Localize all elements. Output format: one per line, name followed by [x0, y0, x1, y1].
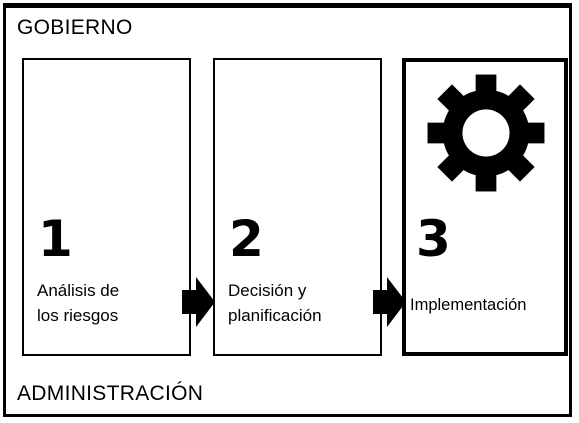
- step-decision: 2 Decisión y planificación: [213, 58, 382, 356]
- gear-icon: [427, 74, 545, 192]
- arrow-right-icon: [182, 277, 215, 327]
- step-number: 2: [229, 210, 264, 268]
- step-label-line: planificación: [228, 306, 322, 325]
- step-label-line: los riesgos: [37, 306, 119, 325]
- administration-section-label: ADMINISTRACIÓN: [17, 382, 204, 405]
- governance-section-label: GOBIERNO: [17, 16, 133, 39]
- step-label: Análisis de los riesgos: [37, 278, 119, 328]
- step-number: 3: [416, 210, 451, 268]
- step-number: 1: [38, 210, 73, 268]
- step-label-line: Implementación: [410, 296, 527, 314]
- step-label: Decisión y planificación: [228, 278, 322, 328]
- step-label: Implementación: [410, 293, 526, 318]
- step-label-line: Análisis de: [37, 281, 120, 300]
- step-label-line: Decisión y: [228, 281, 307, 300]
- step-analysis: 1 Análisis de los riesgos: [22, 58, 191, 356]
- arrow-right-icon: [373, 277, 406, 327]
